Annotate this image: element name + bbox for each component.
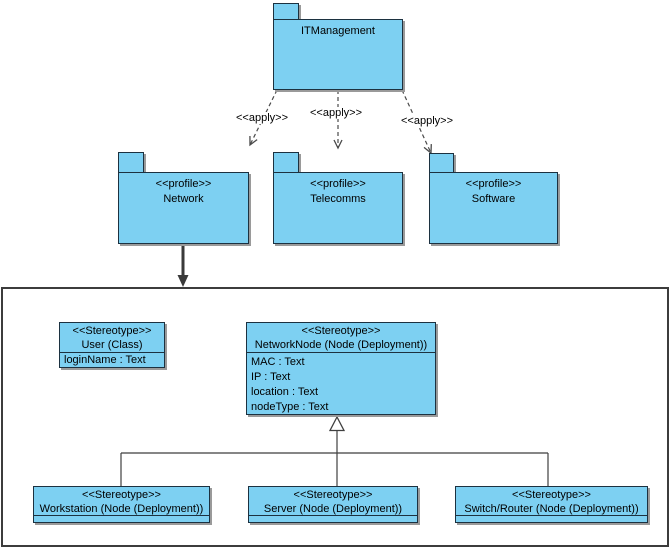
apply-label-telecomms: <<apply>> xyxy=(309,107,363,119)
package-network-stereotype: <<profile>> xyxy=(155,178,212,190)
class-server-name: Server (Node (Deployment)) xyxy=(263,503,403,515)
package-itmanagement-tab[interactable] xyxy=(273,3,299,20)
class-switch-router-stereotype: <<Stereotype>> xyxy=(512,489,591,501)
class-network-node-attribute: MAC : Text xyxy=(251,356,305,368)
package-software[interactable]: <<profile>> Software xyxy=(429,172,558,244)
package-telecomms[interactable]: <<profile>> Telecomms xyxy=(273,172,403,244)
class-network-node-attribute: IP : Text xyxy=(251,371,291,383)
class-network-node-name: NetworkNode (Node (Deployment)) xyxy=(254,339,428,351)
package-telecomms-label: Telecomms xyxy=(310,193,366,205)
class-user-stereotype: <<Stereotype>> xyxy=(72,325,152,337)
class-server-stereotype: <<Stereotype>> xyxy=(293,489,373,501)
package-telecomms-tab[interactable] xyxy=(273,152,299,173)
class-workstation-stereotype: <<Stereotype>> xyxy=(82,489,161,501)
package-software-stereotype: <<profile>> xyxy=(465,178,522,190)
class-network-node-attribute: nodeType : Text xyxy=(251,401,329,413)
package-itmanagement[interactable]: ITManagement xyxy=(273,19,403,90)
package-software-tab[interactable] xyxy=(429,153,454,173)
class-workstation[interactable]: <<Stereotype>> Workstation (Node (Deploy… xyxy=(33,486,210,523)
class-network-node[interactable]: <<Stereotype>> NetworkNode (Node (Deploy… xyxy=(246,322,436,415)
package-network[interactable]: <<profile>> Network xyxy=(118,172,249,244)
apply-label-network: <<apply>> xyxy=(235,112,289,124)
class-network-node-stereotype: <<Stereotype>> xyxy=(301,325,381,337)
profile-content-arrow[interactable] xyxy=(177,244,189,287)
class-switch-router[interactable]: <<Stereotype>> Switch/Router (Node (Depl… xyxy=(455,486,648,523)
class-user[interactable]: <<Stereotype>> User (Class) loginName : … xyxy=(59,322,165,368)
package-network-tab[interactable] xyxy=(118,152,144,173)
class-user-name: User (Class) xyxy=(81,339,143,351)
class-network-node-attribute: location : Text xyxy=(251,386,319,398)
apply-label-software: <<apply>> xyxy=(400,115,454,127)
package-telecomms-stereotype: <<profile>> xyxy=(310,178,366,190)
package-software-label: Software xyxy=(471,193,516,205)
class-workstation-name: Workstation (Node (Deployment)) xyxy=(39,503,204,515)
apply-connector-software[interactable] xyxy=(401,89,432,155)
profile-contents-frame xyxy=(1,287,669,547)
package-itmanagement-label: ITManagement xyxy=(301,25,375,37)
class-switch-router-name: Switch/Router (Node (Deployment)) xyxy=(464,503,639,515)
class-user-attribute: loginName : Text xyxy=(64,354,146,366)
package-network-label: Network xyxy=(163,193,204,205)
class-server[interactable]: <<Stereotype>> Server (Node (Deployment)… xyxy=(248,486,418,523)
